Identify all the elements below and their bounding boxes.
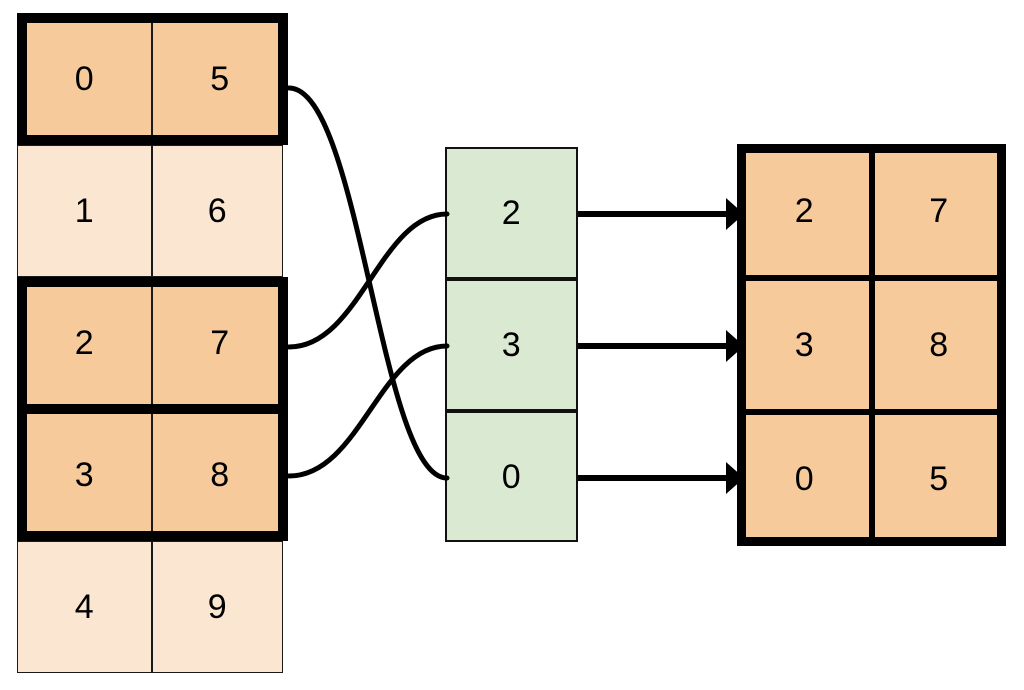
source-cell-r1c0[interactable]: 1 [17,145,152,277]
output-cell-r2c1[interactable]: 5 [872,412,1006,546]
output-cell-r0c0[interactable]: 2 [737,144,872,278]
source-cell-r0c0[interactable]: 0 [17,13,152,145]
curve-source-row-3-to-index-1 [286,343,450,479]
source-row-highlight-divider [22,404,283,414]
source-cell-r1c1[interactable]: 6 [152,145,283,277]
output-cell-r0c1[interactable]: 7 [872,144,1006,278]
source-cell-r2c0[interactable]: 2 [17,277,152,409]
curve-source-row-2-to-index-0 [286,211,450,350]
output-cell-r1c0[interactable]: 3 [737,278,872,412]
curve-source-row-0-to-index-2 [286,85,450,481]
source-cell-r3c0[interactable]: 3 [17,409,152,541]
index-cell-0[interactable]: 2 [445,147,578,279]
source-cell-r0c1[interactable]: 5 [152,13,288,145]
output-cell-r2c0[interactable]: 0 [737,412,872,546]
source-cell-r2c1[interactable]: 7 [152,277,288,409]
source-cell-r4c1[interactable]: 9 [152,541,283,673]
output-cell-r1c1[interactable]: 8 [872,278,1006,412]
index-cell-1[interactable]: 3 [445,279,578,411]
source-cell-r4c0[interactable]: 4 [17,541,152,673]
index-cell-2[interactable]: 0 [445,411,578,542]
source-cell-r3c1[interactable]: 8 [152,409,288,541]
